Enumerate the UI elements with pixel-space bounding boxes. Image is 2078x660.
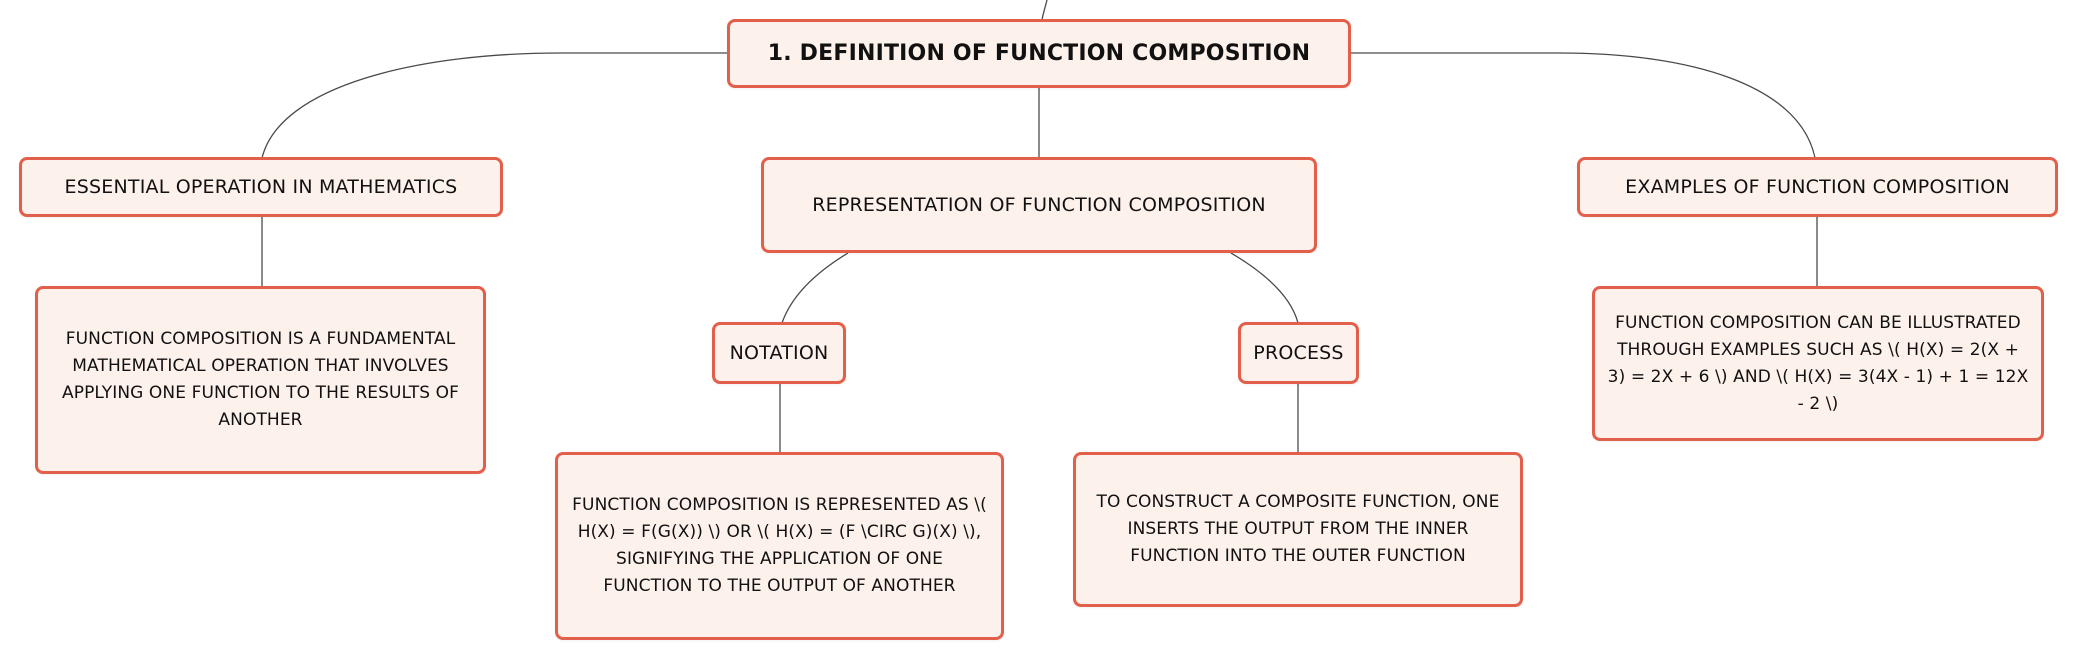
connector-parent-root — [1041, 0, 1048, 21]
detail-node-text: FUNCTION COMPOSITION IS A FUNDAMENTAL MA… — [61, 329, 460, 430]
sub-node-label: PROCESS — [1253, 342, 1344, 364]
detail-node-process[interactable]: TO CONSTRUCT A COMPOSITE FUNCTION, ONE I… — [1073, 452, 1523, 607]
detail-node-text: TO CONSTRUCT A COMPOSITE FUNCTION, ONE I… — [1096, 492, 1500, 566]
connector-root-essential — [261, 52, 728, 159]
connector-representation-process — [1230, 252, 1299, 324]
branch-node-examples[interactable]: EXAMPLES OF FUNCTION COMPOSITION — [1577, 157, 2058, 217]
branch-node-representation[interactable]: REPRESENTATION OF FUNCTION COMPOSITION — [761, 157, 1317, 253]
detail-node-examples[interactable]: FUNCTION COMPOSITION CAN BE ILLUSTRATED … — [1592, 286, 2044, 441]
branch-node-label: ESSENTIAL OPERATION IN MATHEMATICS — [64, 176, 458, 198]
branch-node-label: REPRESENTATION OF FUNCTION COMPOSITION — [812, 194, 1266, 216]
detail-node-notation[interactable]: FUNCTION COMPOSITION IS REPRESENTED AS \… — [555, 452, 1004, 640]
detail-node-text: FUNCTION COMPOSITION CAN BE ILLUSTRATED … — [1607, 312, 2029, 414]
root-node[interactable]: 1. DEFINITION OF FUNCTION COMPOSITION — [727, 19, 1351, 88]
branch-node-label: EXAMPLES OF FUNCTION COMPOSITION — [1625, 176, 2010, 198]
sub-node-process[interactable]: PROCESS — [1238, 322, 1359, 384]
connector-root-examples — [1351, 52, 1816, 159]
connector-representation-notation — [781, 252, 849, 324]
branch-node-essential-operation[interactable]: ESSENTIAL OPERATION IN MATHEMATICS — [19, 157, 503, 217]
sub-node-label: NOTATION — [729, 342, 829, 364]
detail-node-text: FUNCTION COMPOSITION IS REPRESENTED AS \… — [572, 495, 987, 596]
sub-node-notation[interactable]: NOTATION — [712, 322, 846, 384]
detail-node-essential-operation[interactable]: FUNCTION COMPOSITION IS A FUNDAMENTAL MA… — [35, 286, 486, 474]
root-node-label: 1. DEFINITION OF FUNCTION COMPOSITION — [767, 41, 1311, 66]
